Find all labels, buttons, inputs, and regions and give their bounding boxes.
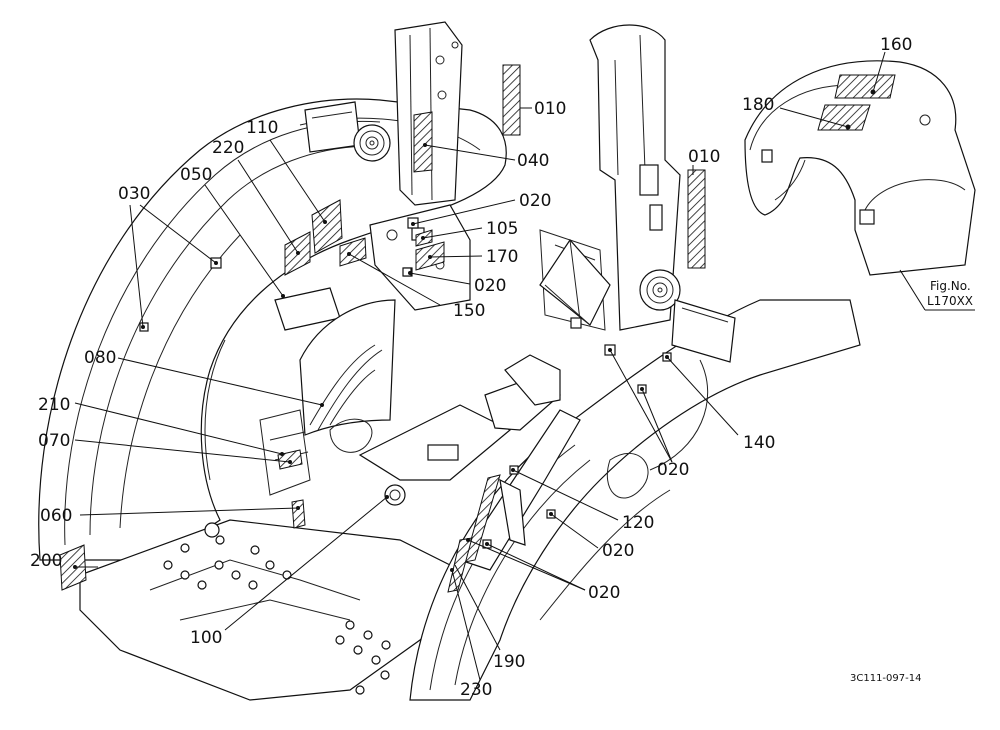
callout-060: 060 [40, 506, 72, 526]
callout-160: 160 [880, 35, 912, 55]
callout-170: 170 [486, 247, 518, 267]
callout-070: 070 [38, 431, 70, 451]
left-work-light [304, 101, 391, 162]
callout-105: 105 [486, 219, 518, 239]
left-fender [38, 98, 507, 561]
callout-220: 220 [212, 138, 244, 158]
drawing-code: 3C111-097-14 [850, 673, 921, 684]
floor-and-seat-base [79, 354, 561, 701]
callout-020-bottom: 020 [588, 583, 620, 603]
decals [59, 64, 896, 593]
callout-030: 030 [118, 184, 150, 204]
figure-number-block: Fig.No. L170XX [927, 279, 973, 308]
fig-no-label: Fig.No. [930, 279, 971, 293]
fig-no-value: L170XX [927, 294, 973, 308]
callout-020-top: 020 [519, 191, 551, 211]
callout-040: 040 [517, 151, 549, 171]
callout-180: 180 [742, 95, 774, 115]
callout-190: 190 [493, 652, 525, 672]
right-fender [409, 299, 861, 701]
bracket-triangle [539, 239, 611, 329]
leader-lines [74, 51, 975, 681]
callout-010-left: 010 [534, 99, 566, 119]
right-work-light [639, 269, 736, 363]
callout-140: 140 [743, 433, 775, 453]
callout-120: 120 [622, 513, 654, 533]
callout-labels: 160 180 010 110 220 040 030 050 020 010 … [30, 35, 912, 700]
left-inner-panel [259, 287, 396, 496]
callout-010-right: 010 [688, 147, 720, 167]
callout-080: 080 [84, 348, 116, 368]
callout-210: 210 [38, 395, 70, 415]
right-rops-post [589, 24, 681, 331]
callout-200: 200 [30, 551, 62, 571]
callout-020-mid: 020 [474, 276, 506, 296]
floor-holes [163, 522, 391, 695]
callout-110: 110 [246, 118, 278, 138]
callout-050: 050 [180, 165, 212, 185]
callout-100: 100 [190, 628, 222, 648]
callout-230: 230 [460, 680, 492, 700]
callout-020-right: 020 [657, 460, 689, 480]
callout-150: 150 [453, 301, 485, 321]
callout-020-lower: 020 [602, 541, 634, 561]
